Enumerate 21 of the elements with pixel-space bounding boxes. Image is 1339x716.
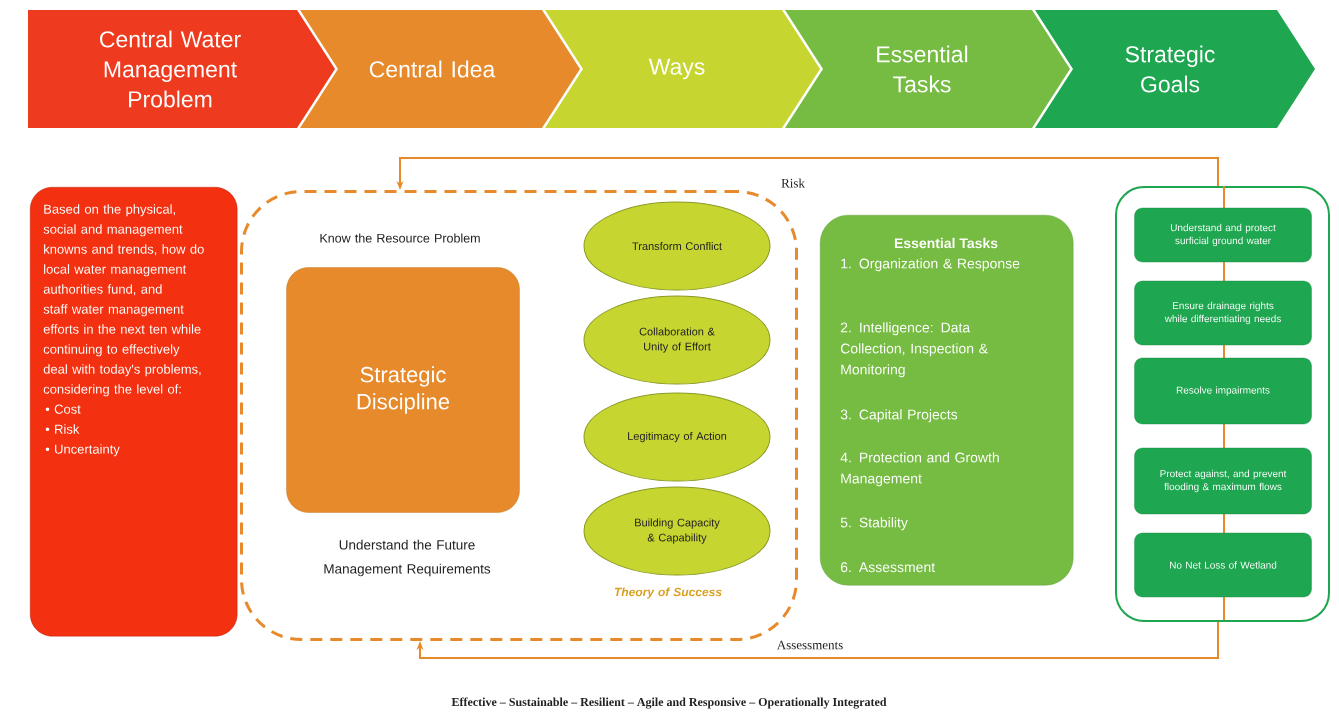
feedback-arrow: [416, 621, 1219, 659]
rounded-box: Understand and protect surficial ground water: [1134, 207, 1312, 263]
rounded-box: No Net Loss of Wetland: [1134, 532, 1312, 598]
task-list-box: Essential Tasks 1. Organization & Response 2. Intelligence: Data Collection, Inspection & Monitoring 3. Capital Projects 4. Protection and Growth Management 5. Stability 6. Assessment: [820, 215, 1074, 586]
edge-label: Assessments: [775, 639, 845, 651]
chevron-step: Essential Tasks: [785, 10, 1070, 128]
chevron-step: Ways: [545, 10, 820, 128]
region-heading: Know the Resource Problem: [320, 233, 480, 243]
text-panel: Based on the physical, social and management knowns and trends, how do local water management authorities fund, and staff water management efforts in the next ten while continuing to effectively deal with today's problems, considering the level of: • Cost • Risk • Uncertainty: [30, 187, 238, 637]
edge-label: Risk: [780, 177, 806, 189]
dashed-region: [240, 190, 798, 641]
chevron-step: Strategic Goals: [1035, 10, 1315, 128]
theory-caption: Theory of Success: [614, 587, 722, 599]
region-heading: Understand the Future Management Requirements: [324, 539, 491, 577]
chevron-step: Central Water Management Problem: [28, 10, 335, 128]
rounded-box: Protect against, and prevent flooding & maximum flows: [1134, 447, 1312, 515]
rounded-box: Strategic Discipline: [286, 267, 520, 513]
chevron-step: Central Idea: [300, 10, 580, 128]
rounded-box: Ensure drainage rights while differentiating needs: [1134, 280, 1312, 346]
footer-text: Effective – Sustainable – Resilient – Agile and Responsive – Operationally Integrated: [451, 697, 887, 709]
rounded-box: Resolve impairments: [1134, 357, 1312, 425]
